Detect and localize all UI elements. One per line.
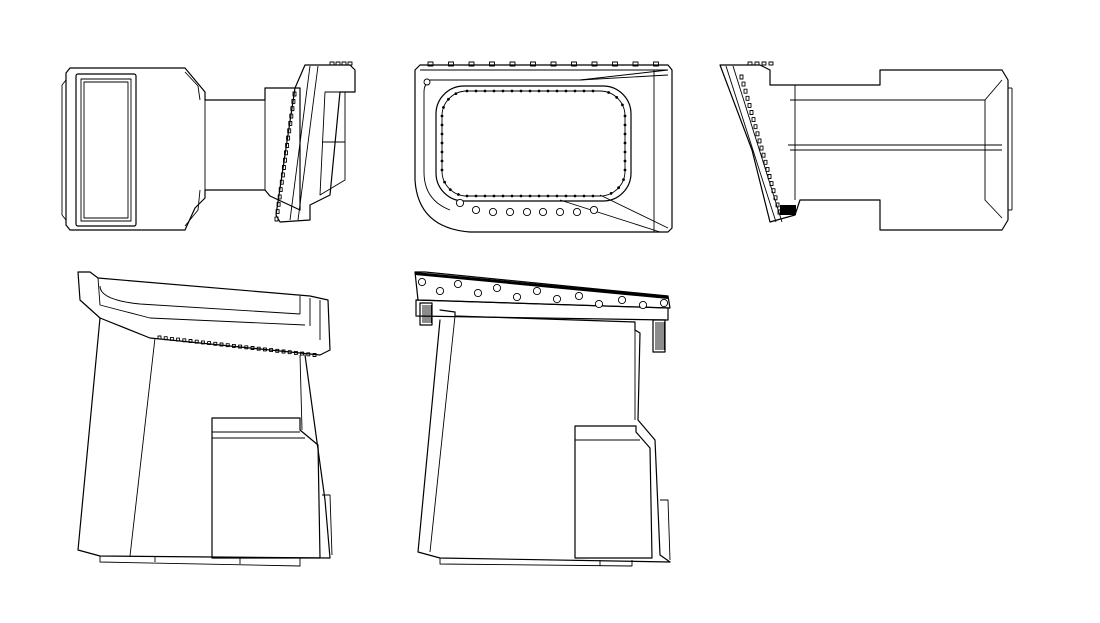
view-left-side — [61, 61, 356, 231]
view-front — [77, 271, 333, 567]
view-right-side — [719, 61, 1013, 231]
view-rear — [414, 271, 671, 567]
view-top — [414, 61, 673, 233]
